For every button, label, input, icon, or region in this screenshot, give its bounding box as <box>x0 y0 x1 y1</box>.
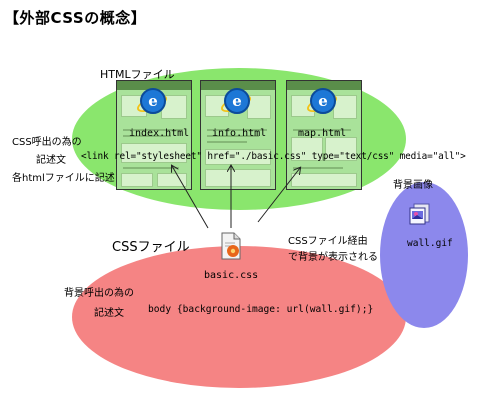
html-file-name: info.html <box>212 128 267 139</box>
css-file-group-label: CSSファイル <box>112 240 190 255</box>
css-file-name: basic.css <box>204 270 259 281</box>
html-files-label: HTMLファイル <box>100 68 175 81</box>
css-call-note: 記述文 <box>36 155 66 166</box>
gif-image-icon <box>409 203 430 225</box>
bg-route-note: で背景が表示される <box>288 252 378 263</box>
html-file-name: map.html <box>298 128 347 139</box>
bg-image-label: 背景画像 <box>393 180 433 191</box>
html-file-name: index.html <box>129 128 190 139</box>
bg-call-note: 背景呼出の為の <box>64 288 134 299</box>
html-page-thumbnail-2 <box>200 80 276 190</box>
link-tag-code: <link rel="stylesheet" href="./basic.css… <box>81 151 466 162</box>
css-call-note: 各htmlファイルに記述 <box>12 173 115 184</box>
page-title: 【外部CSSの概念】 <box>4 9 147 27</box>
css-file-area <box>72 246 406 388</box>
bg-route-note: CSSファイル経由 <box>288 236 368 247</box>
background-image-code: body {background-image: url(wall.gif);} <box>148 304 374 315</box>
css-file-icon <box>221 232 241 260</box>
css-call-note: CSS呼出の為の <box>12 137 82 148</box>
bg-call-note: 記述文 <box>94 308 124 319</box>
bg-image-file-name: wall.gif <box>407 238 453 249</box>
